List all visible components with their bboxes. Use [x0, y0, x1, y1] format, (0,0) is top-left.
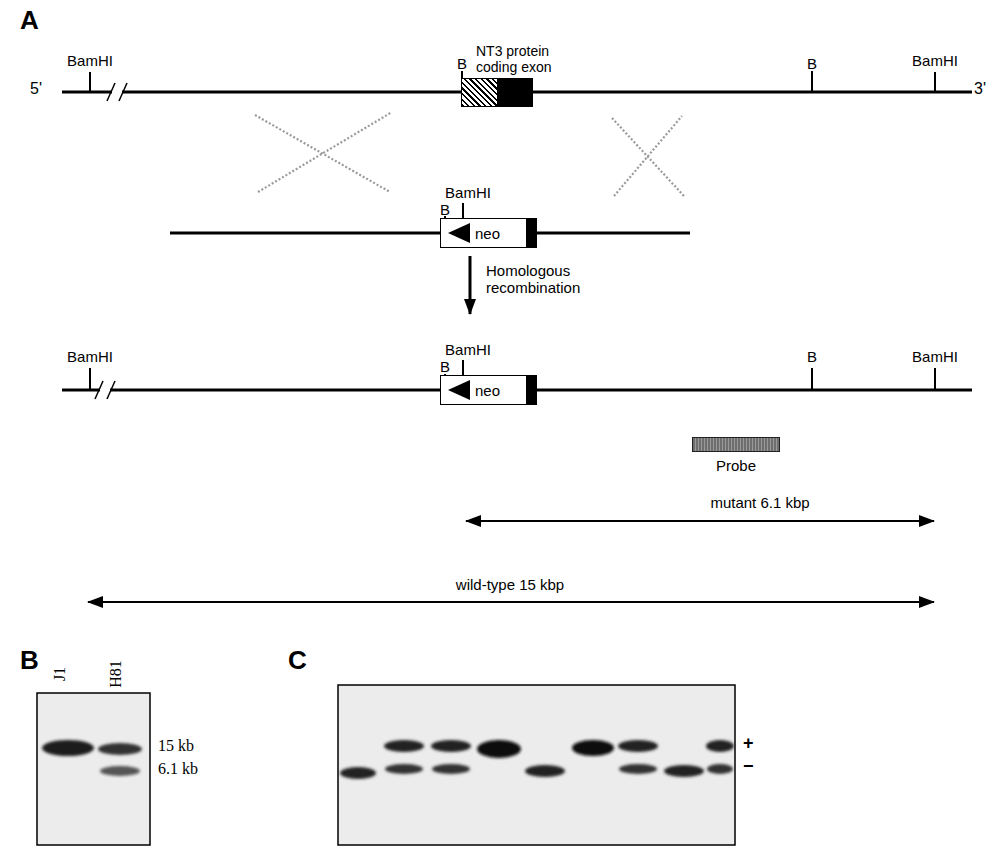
site-tick	[461, 71, 463, 78]
panel-letter: B	[20, 646, 39, 676]
blot-band	[707, 764, 733, 774]
promoter-arrow	[446, 378, 472, 402]
southern-blot	[37, 693, 150, 845]
process-arrow	[469, 256, 472, 314]
fragment-size: mutant 6.1 kbp	[710, 494, 809, 511]
restriction-site: BamHI	[445, 184, 491, 201]
promoter-arrow	[446, 221, 472, 245]
blot-band	[98, 743, 142, 755]
blot-band	[385, 764, 423, 774]
break-mark	[119, 83, 127, 101]
site-tick	[811, 368, 813, 390]
strand-end: 3'	[974, 80, 986, 98]
strand-end: 5'	[30, 80, 42, 98]
crossover-line	[614, 116, 682, 196]
cassette-label: neo	[475, 225, 500, 242]
restriction-site: B	[457, 55, 467, 72]
exon-label: NT3 protein coding exon	[461, 43, 558, 75]
panel-letter: C	[288, 646, 307, 676]
exon-box: NT3 protein coding exon	[461, 43, 561, 107]
probe-shape	[692, 437, 780, 452]
blot-band	[572, 740, 614, 756]
site-tick	[89, 368, 91, 390]
blot-band	[432, 764, 470, 774]
probe-bar: Probe	[692, 437, 780, 474]
direction-triangle	[448, 380, 470, 400]
fragment-arrow	[466, 520, 934, 522]
blot-membrane	[37, 693, 150, 845]
blot-band	[100, 766, 140, 776]
restriction-site: B	[807, 55, 817, 72]
fragment-arrow	[88, 601, 934, 603]
exon-remnant	[526, 376, 536, 404]
restriction-site: BamHI	[445, 341, 491, 358]
site-tick	[811, 71, 813, 92]
crossover-line	[258, 112, 392, 192]
genotype-mark: −	[743, 756, 754, 777]
restriction-site: B	[440, 358, 450, 375]
southern-blot	[338, 685, 735, 845]
break-mark	[95, 381, 103, 399]
exon-remnant	[526, 219, 536, 247]
restriction-site: BamHI	[67, 52, 113, 69]
exon-shape	[461, 78, 533, 107]
blot-band	[525, 765, 565, 777]
blot-band	[431, 740, 471, 752]
blot-band	[384, 740, 424, 752]
break-mark	[107, 381, 115, 399]
process-label: Homologous recombination	[486, 262, 598, 297]
blot-band	[706, 740, 734, 752]
crossover-line	[612, 118, 684, 196]
restriction-site: BamHI	[912, 52, 958, 69]
blot-band	[619, 764, 657, 774]
crossover-marks	[255, 112, 684, 196]
blot-band	[664, 765, 704, 777]
site-tick	[934, 368, 936, 390]
blot-band	[340, 767, 376, 779]
neo-cassette-box: neo	[440, 218, 537, 248]
blot-band	[42, 740, 94, 756]
blot-band	[477, 740, 521, 758]
restriction-site: BamHI	[67, 348, 113, 365]
dna-line	[170, 232, 690, 235]
band-size: 6.1 kb	[158, 760, 198, 778]
fragment-size: wild-type 15 kbp	[456, 576, 564, 593]
genotype-mark: +	[743, 733, 754, 754]
site-tick	[89, 72, 91, 92]
site-tick	[462, 203, 464, 218]
lane-label: J1	[51, 667, 69, 681]
probe-label: Probe	[692, 457, 780, 474]
panel-letter: A	[20, 6, 39, 36]
neo-cassette-box: neo	[440, 375, 537, 405]
lane-label: H81	[107, 660, 125, 688]
coding-region	[497, 79, 532, 106]
untranslated-region	[462, 79, 497, 106]
direction-triangle	[448, 223, 470, 243]
break-mark	[107, 83, 115, 101]
blot-band	[618, 740, 658, 752]
restriction-site: B	[807, 348, 817, 365]
restriction-site: B	[440, 201, 450, 218]
blot-membrane	[338, 685, 735, 845]
cassette-label: neo	[475, 382, 500, 399]
site-tick	[934, 72, 936, 92]
restriction-site: BamHI	[912, 348, 958, 365]
site-tick	[462, 360, 464, 375]
targeting-vector	[170, 203, 690, 233]
band-size: 15 kb	[158, 737, 194, 755]
